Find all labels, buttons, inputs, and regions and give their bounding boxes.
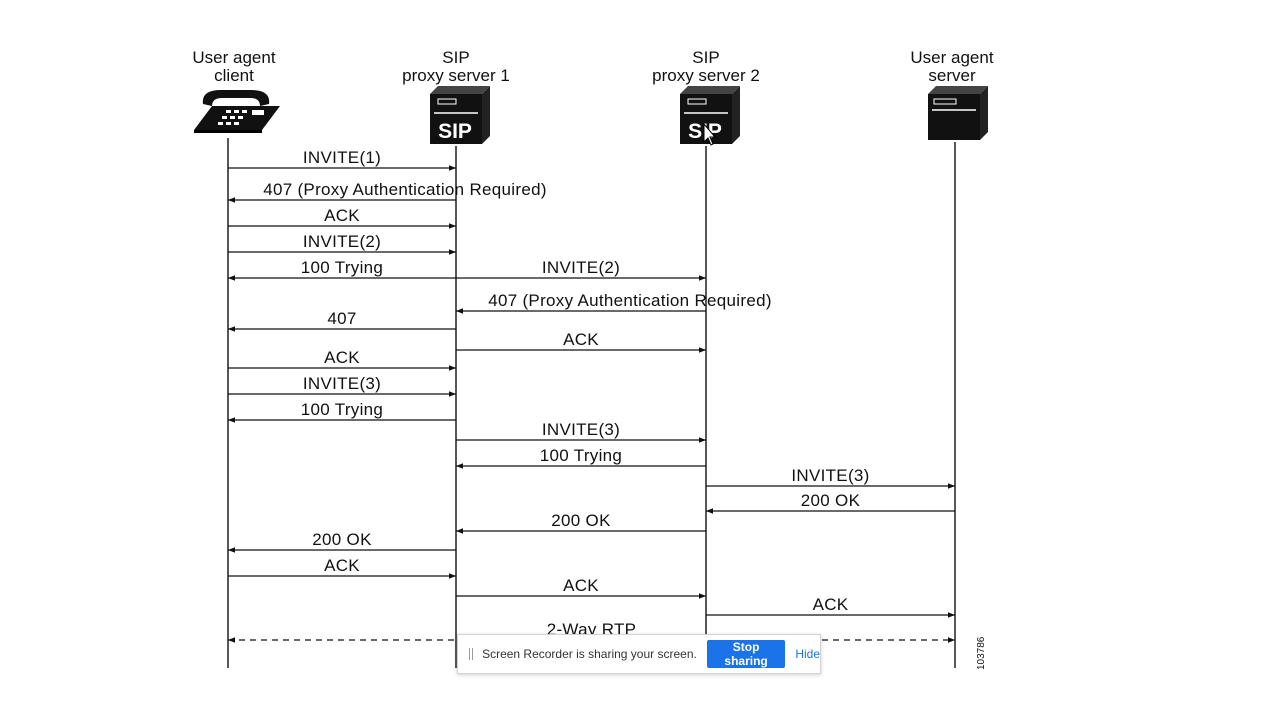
sip-server-icon: SIP <box>430 86 490 144</box>
sip-badge-text: SIP <box>438 120 472 143</box>
message-label: ACK <box>813 595 849 614</box>
message-label: 200 OK <box>551 511 611 530</box>
actor-uac-label-line2: client <box>214 66 254 85</box>
stop-sharing-button[interactable]: Stop sharing <box>706 640 786 668</box>
message-label: 100 Trying <box>301 400 383 419</box>
message-label: ACK <box>563 330 599 349</box>
actor-proxy1-label-line1: SIP <box>442 48 469 67</box>
actor-uas-label-line1: User agent <box>910 48 993 67</box>
actor-uac-label-line1: User agent <box>192 48 275 67</box>
message-label: 100 Trying <box>301 258 383 277</box>
hide-link[interactable]: Hide <box>795 647 820 661</box>
share-status-text: Screen Recorder is sharing your screen. <box>482 647 697 661</box>
actor-proxy2-label-line1: SIP <box>692 48 719 67</box>
message-label: INVITE(3) <box>542 420 620 439</box>
message-label: 407 <box>327 309 356 328</box>
actor-uas-label-line2: server <box>928 66 976 85</box>
actor-proxy2-label-line2: proxy server 2 <box>652 66 760 85</box>
message-label: INVITE(2) <box>542 258 620 277</box>
actor-proxy1-label-line2: proxy server 1 <box>402 66 510 85</box>
message-label: ACK <box>563 576 599 595</box>
message-label: ACK <box>324 206 360 225</box>
message-label: ACK <box>324 556 360 575</box>
message-label: INVITE(2) <box>303 232 381 251</box>
message-label: INVITE(3) <box>303 374 381 393</box>
message-label: 407 (Proxy Authentication Required) <box>488 291 772 310</box>
sip-server-icon: SIP <box>680 86 740 144</box>
screen-share-bar: Screen Recorder is sharing your screen. … <box>457 634 821 674</box>
drag-handle-icon[interactable] <box>469 648 474 660</box>
message-label: INVITE(3) <box>791 466 869 485</box>
server-icon <box>928 86 988 140</box>
message-label: 200 OK <box>312 530 372 549</box>
mouse-cursor-icon <box>703 122 717 146</box>
figure-id: 103786 <box>976 636 987 670</box>
message-label: 407 (Proxy Authentication Required) <box>263 180 547 199</box>
message-list: INVITE(1) 407 (Proxy Authentication Requi… <box>228 148 955 643</box>
message-label: 100 Trying <box>540 446 622 465</box>
message-label: INVITE(1) <box>303 148 381 167</box>
telephone-icon <box>194 90 280 133</box>
message-label: 200 OK <box>801 491 861 510</box>
message-label: ACK <box>324 348 360 367</box>
